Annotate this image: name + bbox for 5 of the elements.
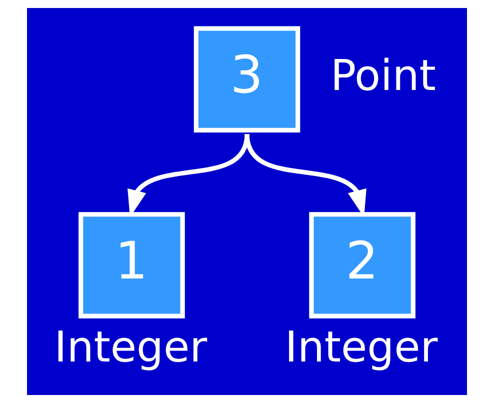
node-label: Integer xyxy=(54,323,207,372)
node-label: Point xyxy=(330,52,436,101)
node-label: Integer xyxy=(284,323,438,372)
arrow xyxy=(244,134,366,218)
arrow xyxy=(127,134,249,218)
